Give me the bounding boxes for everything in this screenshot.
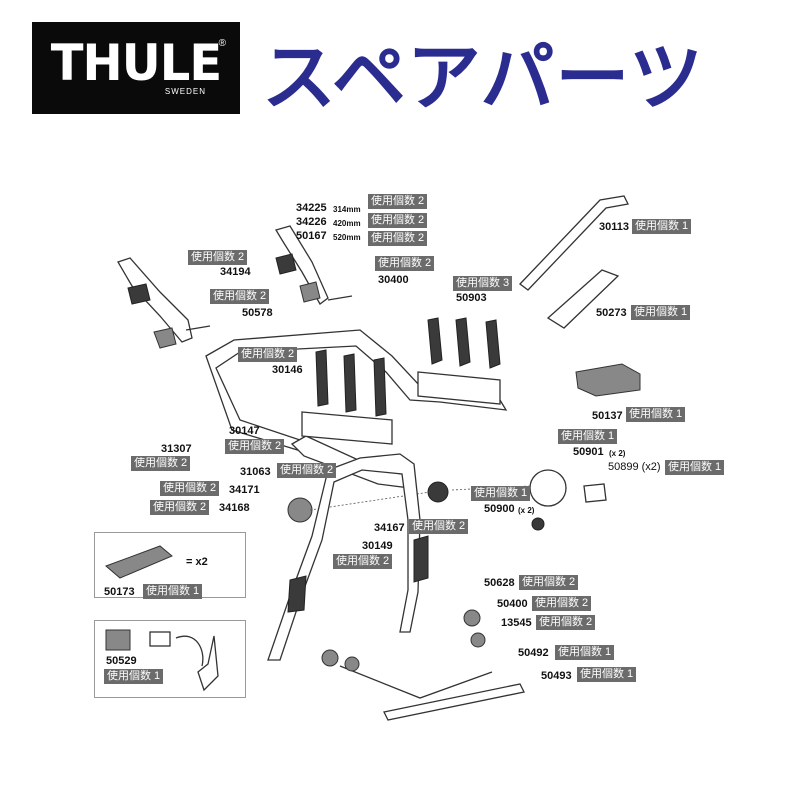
qty-badge: 使用個数 2 [409,519,469,534]
part-number: 30147 [229,425,260,437]
strap [575,363,641,397]
hub-ring [529,469,567,507]
part-number: 34167 [374,522,405,534]
part-number: 50273 [596,307,627,319]
qty-badge: 使用個数 1 [665,460,725,475]
part-number: 50173 [104,586,135,598]
qty-badge: 使用個数 2 [519,575,579,590]
qty-badge: 使用個数 1 [577,667,637,682]
logo-registered-mark: ® [218,38,226,49]
logo-sweden: SWEDEN [164,87,206,96]
part-number: 50578 [242,307,273,319]
page-title: スペアパーツ [262,35,704,121]
part-number: 50900 [484,503,515,515]
part-size: 420mm [333,219,361,228]
part-number: 30400 [378,274,409,286]
lower-frame [267,453,429,661]
part-number: 50529 [106,655,137,667]
thule-logo: THULE ® SWEDEN [32,22,240,114]
qty-badge: 使用個数 2 [160,481,220,496]
upper-arm-right [275,225,353,305]
qty-badge: 使用個数 1 [104,669,164,684]
qty-badge: 使用個数 2 [375,256,435,271]
qty-badge: 使用個数 1 [626,407,686,422]
part-number: 31307 [161,443,192,455]
part-number: 50167 [296,230,327,242]
part-size: 314mm [333,205,361,214]
part-number: 50899 (x2) [608,461,661,473]
qty-badge: 使用個数 2 [238,347,298,362]
qty-badge: 使用個数 2 [131,456,191,471]
qty-badge: 使用個数 2 [532,596,592,611]
qty-badge: 使用個数 2 [210,289,270,304]
qty-badge: 使用個数 2 [536,615,596,630]
part-number: 50493 [541,670,572,682]
part-size: 520mm [333,233,361,242]
part-number: 34171 [229,484,260,496]
qty-badge: 使用個数 2 [333,554,393,569]
part-number: 30149 [362,540,393,552]
hub-sleeve [583,483,607,503]
qty-badge: 使用個数 1 [555,645,615,660]
qty-badge: 使用個数 1 [558,429,618,444]
qty-badge: 使用個数 1 [632,219,692,234]
qty-badge: 使用個数 2 [368,231,428,246]
part-number: 13545 [501,617,532,629]
qty-badge: 使用個数 2 [368,213,428,228]
part-number: 50628 [484,577,515,589]
cradles-lower [301,349,393,445]
allen-key [519,195,629,291]
part-number: 30113 [599,221,629,233]
qty-badge: 使用個数 1 [471,486,531,501]
qty-badge: 使用個数 2 [277,463,337,478]
qty-badge: 使用個数 2 [188,250,248,265]
part-multiplier: (x 2) [609,449,626,458]
cradles-upper [417,317,501,405]
qty-badge: 使用個数 3 [453,276,513,291]
knob [287,497,313,523]
part-number: 50901 [573,446,604,458]
wrench-tool [546,269,620,329]
part-number: 50492 [518,647,549,659]
part-number: 34225 [296,202,327,214]
part-number: 30146 [272,364,303,376]
part-number: 31063 [240,466,271,478]
part-number: 50137 [592,410,623,422]
lower-rod [383,683,525,721]
adjust-disc [427,481,449,503]
strap-hook-rod [339,665,493,699]
logo-wordmark: THULE [50,34,222,92]
qty-badge: 使用個数 2 [150,500,210,515]
part-multiplier: (x 2) [518,506,535,515]
part-number: 34226 [296,216,327,228]
inset-adhesive [94,620,246,698]
pads-multiplier: = x2 [186,556,208,568]
part-number: 34194 [220,266,251,278]
part-number: 50400 [497,598,528,610]
upper-arm-left [117,257,211,349]
qty-badge: 使用個数 2 [368,194,428,209]
qty-badge: 使用個数 1 [631,305,691,320]
part-number: 50903 [456,292,487,304]
part-number: 34168 [219,502,250,514]
qty-badge: 使用個数 1 [143,584,203,599]
qty-badge: 使用個数 2 [225,439,285,454]
